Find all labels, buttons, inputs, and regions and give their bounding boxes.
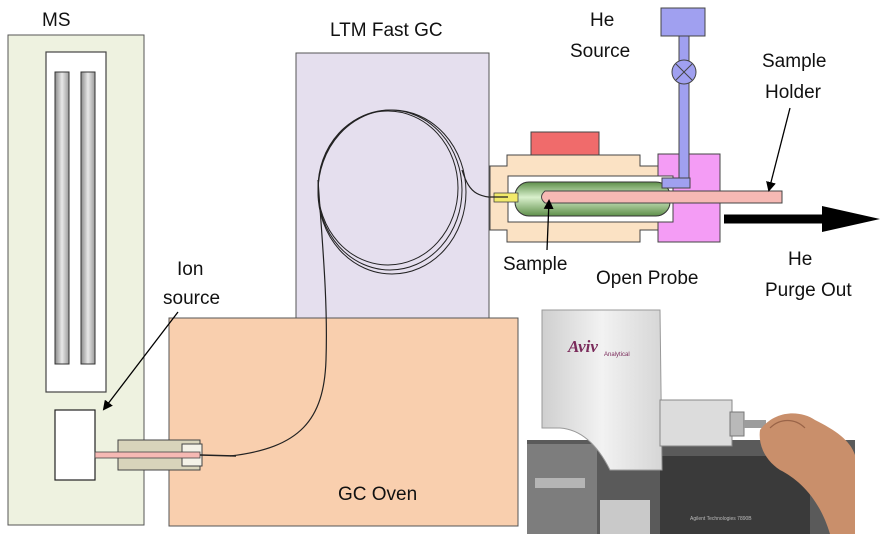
ms-plate-right bbox=[80, 71, 96, 365]
ltm-gc-label: LTM Fast GC bbox=[330, 20, 443, 41]
gc-transfer-line bbox=[229, 179, 327, 457]
he-purge-label-1: He bbox=[788, 249, 812, 270]
he-source-cap bbox=[660, 7, 706, 37]
ltm-gc-box bbox=[295, 52, 490, 324]
photo-gc-badge: Agilent Technologies 7890B bbox=[690, 516, 752, 522]
sample-holder-label-1: Sample bbox=[762, 51, 826, 72]
he-pipe-horizontal bbox=[661, 177, 691, 189]
open-probe-label: Open Probe bbox=[596, 268, 698, 289]
photo-hand bbox=[759, 413, 855, 534]
he-source-label-2: Source bbox=[570, 41, 630, 62]
he-pipe bbox=[678, 35, 690, 185]
he-purge-label-2: Purge Out bbox=[765, 280, 852, 301]
sample-label: Sample bbox=[503, 254, 567, 275]
sample-holder-rod bbox=[541, 190, 783, 204]
he-source-label-1: He bbox=[590, 10, 614, 31]
ion-source-pointer bbox=[102, 311, 179, 411]
instrument-photo: Agilent Technologies 7890B Aviv Analytic… bbox=[527, 308, 855, 534]
ion-source-label-2: source bbox=[163, 288, 220, 309]
photo-probe-housing bbox=[659, 399, 733, 447]
sample-holder-label-2: Holder bbox=[765, 82, 822, 103]
sample-holder-pointer bbox=[766, 107, 791, 192]
gc-oven-box bbox=[168, 317, 519, 527]
ion-source-box bbox=[54, 409, 96, 481]
ion-source-label-1: Ion bbox=[177, 259, 203, 280]
ms-plate-left bbox=[54, 71, 70, 365]
ms-label: MS bbox=[42, 10, 71, 31]
he-purge-arrow-head bbox=[822, 206, 880, 232]
transfer-wire bbox=[199, 454, 237, 457]
sample-pointer bbox=[543, 199, 554, 251]
he-valve-cross-2 bbox=[675, 63, 693, 81]
photo-brand-sub: Analytical bbox=[604, 352, 630, 358]
photo-brand: Aviv bbox=[567, 337, 598, 356]
probe-cap bbox=[530, 131, 600, 157]
photo-instrument-body bbox=[541, 309, 663, 471]
transfer-tube bbox=[94, 451, 201, 459]
gc-oven-label: GC Oven bbox=[338, 484, 417, 505]
